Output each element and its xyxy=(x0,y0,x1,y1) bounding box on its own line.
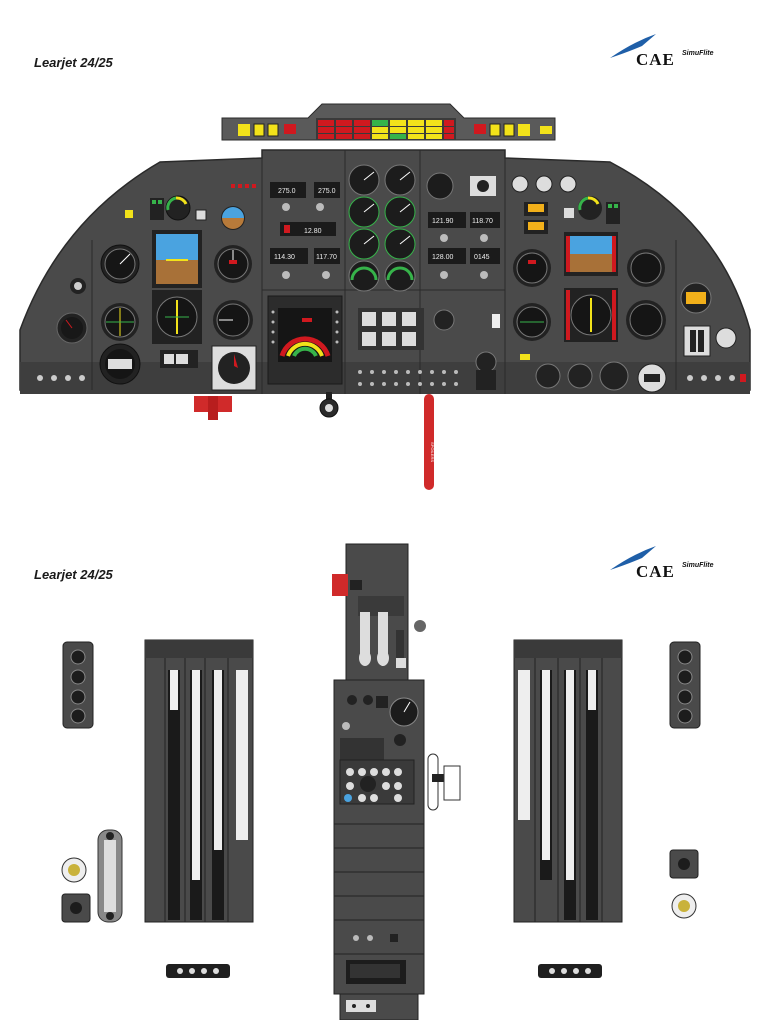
nav1-standby-readout: 117.70 xyxy=(316,254,337,261)
right-flight-instruments xyxy=(511,175,746,393)
left-audio-jack-panel xyxy=(62,641,94,729)
page-title-top: Learjet 24/25 xyxy=(34,55,113,70)
brand-sub: SimuFlite xyxy=(682,50,714,57)
main-instrument-panel: 275.0 275.0 12.80 114.30 117.70 121.90 1… xyxy=(19,103,751,490)
right-radio-stack: 121.90 118.70 128.00 0145 xyxy=(426,172,500,279)
center-pedestal xyxy=(332,543,461,1020)
right-audio-jack-panel xyxy=(669,641,701,729)
brand-sub-2: SimuFlite xyxy=(682,562,714,569)
glareshield xyxy=(221,103,556,141)
svg-text:SPOILERS: SPOILERS xyxy=(430,442,435,462)
gear-handle-knob[interactable] xyxy=(319,392,339,418)
com1-active-readout: 121.90 xyxy=(432,218,454,225)
right-lower-controls xyxy=(538,849,699,978)
cae-swoosh-icon-2 xyxy=(610,546,656,570)
cae-swoosh-icon xyxy=(610,34,656,58)
brand-name: CAE xyxy=(636,50,675,69)
weather-radar xyxy=(267,295,343,385)
left-flight-instruments xyxy=(37,184,257,391)
parking-brake-handle[interactable] xyxy=(194,396,232,420)
radio-stack: 275.0 275.0 12.80 114.30 117.70 xyxy=(270,182,340,279)
left-circuit-breaker-panel xyxy=(144,639,254,923)
brand-name-2: CAE xyxy=(636,562,675,581)
nav1-active-readout: 114.30 xyxy=(274,254,295,261)
left-lower-controls xyxy=(61,829,230,978)
left-small-lights xyxy=(231,184,256,188)
speed-brake-handle[interactable]: SPOILERS xyxy=(424,394,435,490)
lower-panels xyxy=(61,543,701,1020)
right-circuit-breaker-panel xyxy=(513,639,623,923)
nav2-active-readout: 128.00 xyxy=(432,254,454,261)
annunciator-panel xyxy=(318,120,454,139)
brand-logo-top: CAE SimuFlite xyxy=(600,32,735,72)
transponder-readout: 0145 xyxy=(474,254,490,261)
com1-standby-readout: 118.70 xyxy=(472,218,493,225)
adf-right-readout: 275.0 xyxy=(318,188,336,195)
page-title-bottom: Learjet 24/25 xyxy=(34,567,113,582)
brand-logo-bottom: CAE SimuFlite xyxy=(600,544,735,584)
engine-gauges xyxy=(348,164,416,292)
left-switch-row xyxy=(37,375,85,381)
center-lower-panel xyxy=(358,308,500,390)
autopilot-readout: 12.80 xyxy=(304,228,322,235)
adf-left-readout: 275.0 xyxy=(278,188,296,195)
